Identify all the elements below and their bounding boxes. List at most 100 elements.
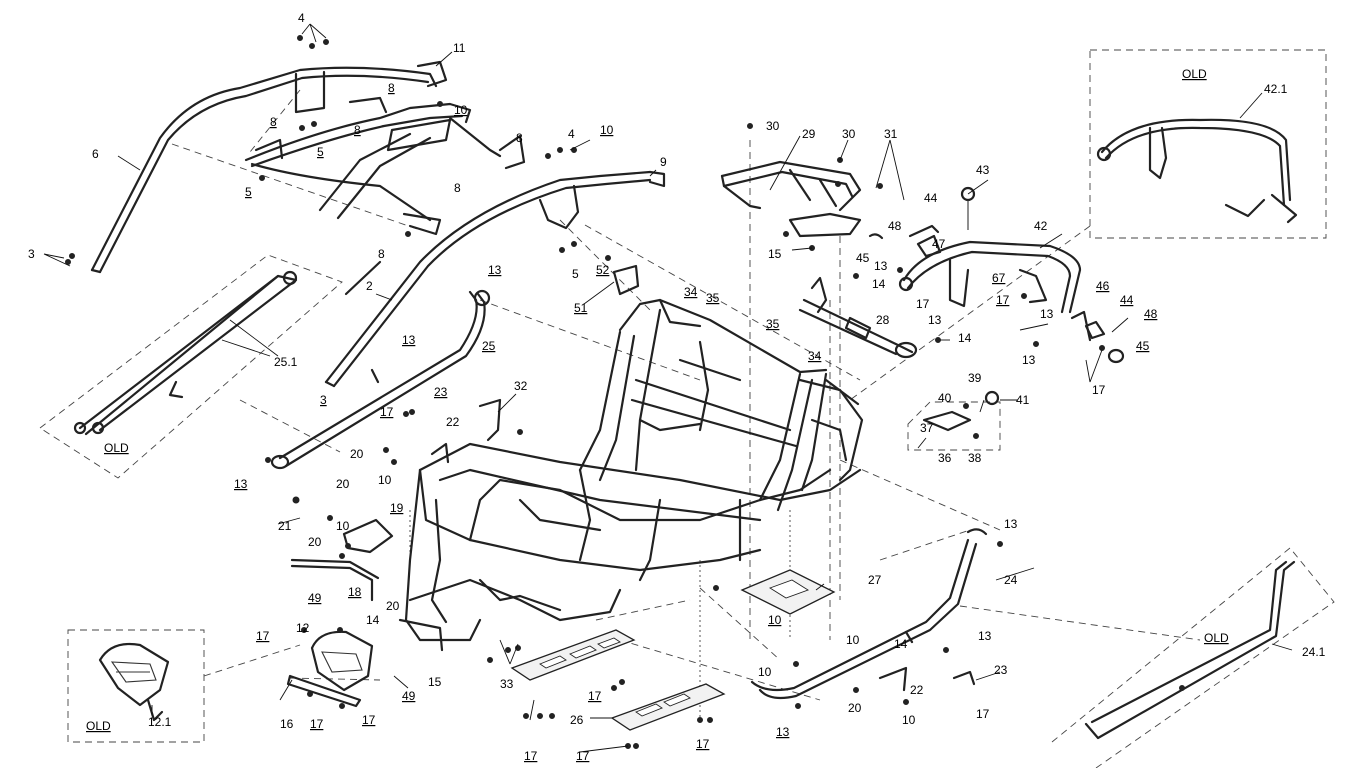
callout-label: 31 [884, 127, 898, 141]
callout-label: 67 [992, 271, 1006, 285]
callout-label: 45 [856, 251, 870, 265]
callout-label: 4 [568, 127, 575, 141]
inset-steering-bracket [907, 401, 1001, 451]
callout-label: 17 [362, 713, 376, 727]
callout-label: 27 [868, 573, 882, 587]
callout-label: 24.1 [1302, 645, 1326, 659]
callout-label: 17 [256, 629, 270, 643]
callout-label: 10 [600, 123, 614, 137]
callout-label: 17 [588, 689, 602, 703]
callout-label: 26 [570, 713, 584, 727]
callout-label: 41 [1016, 393, 1030, 407]
callout-label: 32 [514, 379, 528, 393]
callout-label: 29 [802, 127, 816, 141]
callout-label: 14 [872, 277, 886, 291]
callout-label: 5 [317, 145, 324, 159]
callout-label: 17 [976, 707, 990, 721]
main-chassis-frame [398, 298, 864, 652]
cross-bar-28 [798, 276, 918, 359]
callout-label: 8 [516, 131, 523, 145]
callout-label: 18 [348, 585, 362, 599]
bracket-19 [342, 518, 394, 554]
callout-label: 10 [758, 665, 772, 679]
inset-old-rear-bar: OLD [39, 254, 343, 479]
callout-label: 8 [454, 181, 461, 195]
callout-label: 24 [1004, 573, 1018, 587]
callout-label: 13 [928, 313, 942, 327]
callout-labels: 4 11 8 10 8 8 5 6 5 8 8 3 4 10 9 8 5 2 1… [28, 11, 1326, 763]
callout-label: 49 [402, 689, 416, 703]
callout-label: 11 [453, 41, 466, 55]
callout-label: 33 [500, 677, 514, 691]
callout-label: 42 [1034, 219, 1048, 233]
callout-label: 2 [366, 279, 373, 293]
callout-label: 17 [916, 297, 930, 311]
callout-leader-lines [43, 23, 1129, 753]
roll-cage-front [90, 60, 448, 274]
callout-label: 17 [380, 405, 394, 419]
steering-guard-12 [286, 630, 374, 708]
callout-label: 47 [932, 237, 946, 251]
callout-label: 20 [386, 599, 400, 613]
callout-label: 34 [684, 285, 698, 299]
callout-label: 17 [696, 737, 710, 751]
callout-label: 15 [768, 247, 782, 261]
callout-label: 34 [808, 349, 822, 363]
callout-label: 13 [402, 333, 416, 347]
callout-label: 17 [524, 749, 538, 763]
callout-label: 28 [876, 313, 890, 327]
callout-label: 25 [482, 339, 496, 353]
callout-label: 10 [902, 713, 916, 727]
roof-bar-42 [898, 240, 1082, 314]
inset-old-side-rail: OLD [1051, 547, 1335, 768]
callout-label: 3 [320, 393, 327, 407]
callout-label: 21 [278, 519, 292, 533]
callout-label: 30 [766, 119, 780, 133]
callout-label: 30 [842, 127, 856, 141]
callout-label: 3 [28, 247, 35, 261]
callout-label: 10 [378, 473, 392, 487]
callout-label: 13 [1040, 307, 1054, 321]
misc-brackets [430, 186, 1125, 692]
callout-label: 13 [978, 629, 992, 643]
callout-label: 45 [1136, 339, 1150, 353]
roll-cage-rear-main [324, 170, 666, 388]
callout-label: 43 [976, 163, 990, 177]
callout-label: 48 [888, 219, 902, 233]
callout-label: 20 [336, 477, 350, 491]
old-label-side-rail: OLD [1204, 631, 1229, 645]
callout-label: 13 [776, 725, 790, 739]
callout-label: 17 [310, 717, 324, 731]
callout-label: 8 [270, 115, 277, 129]
callout-label: 8 [378, 247, 385, 261]
callout-label: 8 [354, 123, 361, 137]
skid-plate-27 [740, 569, 836, 615]
callout-label: 49 [308, 591, 322, 605]
callout-label: 5 [245, 185, 252, 199]
tube-18 [290, 558, 380, 602]
callout-label: 40 [938, 391, 952, 405]
hardware-fasteners [65, 35, 1105, 749]
floor-panel-33 [510, 629, 636, 681]
callout-label: 16 [280, 717, 294, 731]
callout-label: 4 [298, 11, 305, 25]
callout-label: 19 [390, 501, 404, 515]
rear-bar-25 [270, 289, 491, 470]
callout-label: 17 [996, 293, 1010, 307]
callout-label: 46 [1096, 279, 1110, 293]
callout-label: 14 [366, 613, 380, 627]
callout-label: 10 [846, 633, 860, 647]
callout-label: 51 [574, 301, 588, 315]
callout-label: 13 [488, 263, 502, 277]
callout-label: 39 [968, 371, 982, 385]
callout-label: 35 [706, 291, 720, 305]
callout-label: 14 [958, 331, 972, 345]
callout-label: 38 [968, 451, 982, 465]
callout-label: 35 [766, 317, 780, 331]
callout-label: 17 [576, 749, 590, 763]
callout-label: 12 [296, 621, 310, 635]
callout-label: 10 [336, 519, 350, 533]
callout-label: 44 [924, 191, 938, 205]
callout-label: 48 [1144, 307, 1158, 321]
cargo-bracket-29 [720, 160, 862, 238]
